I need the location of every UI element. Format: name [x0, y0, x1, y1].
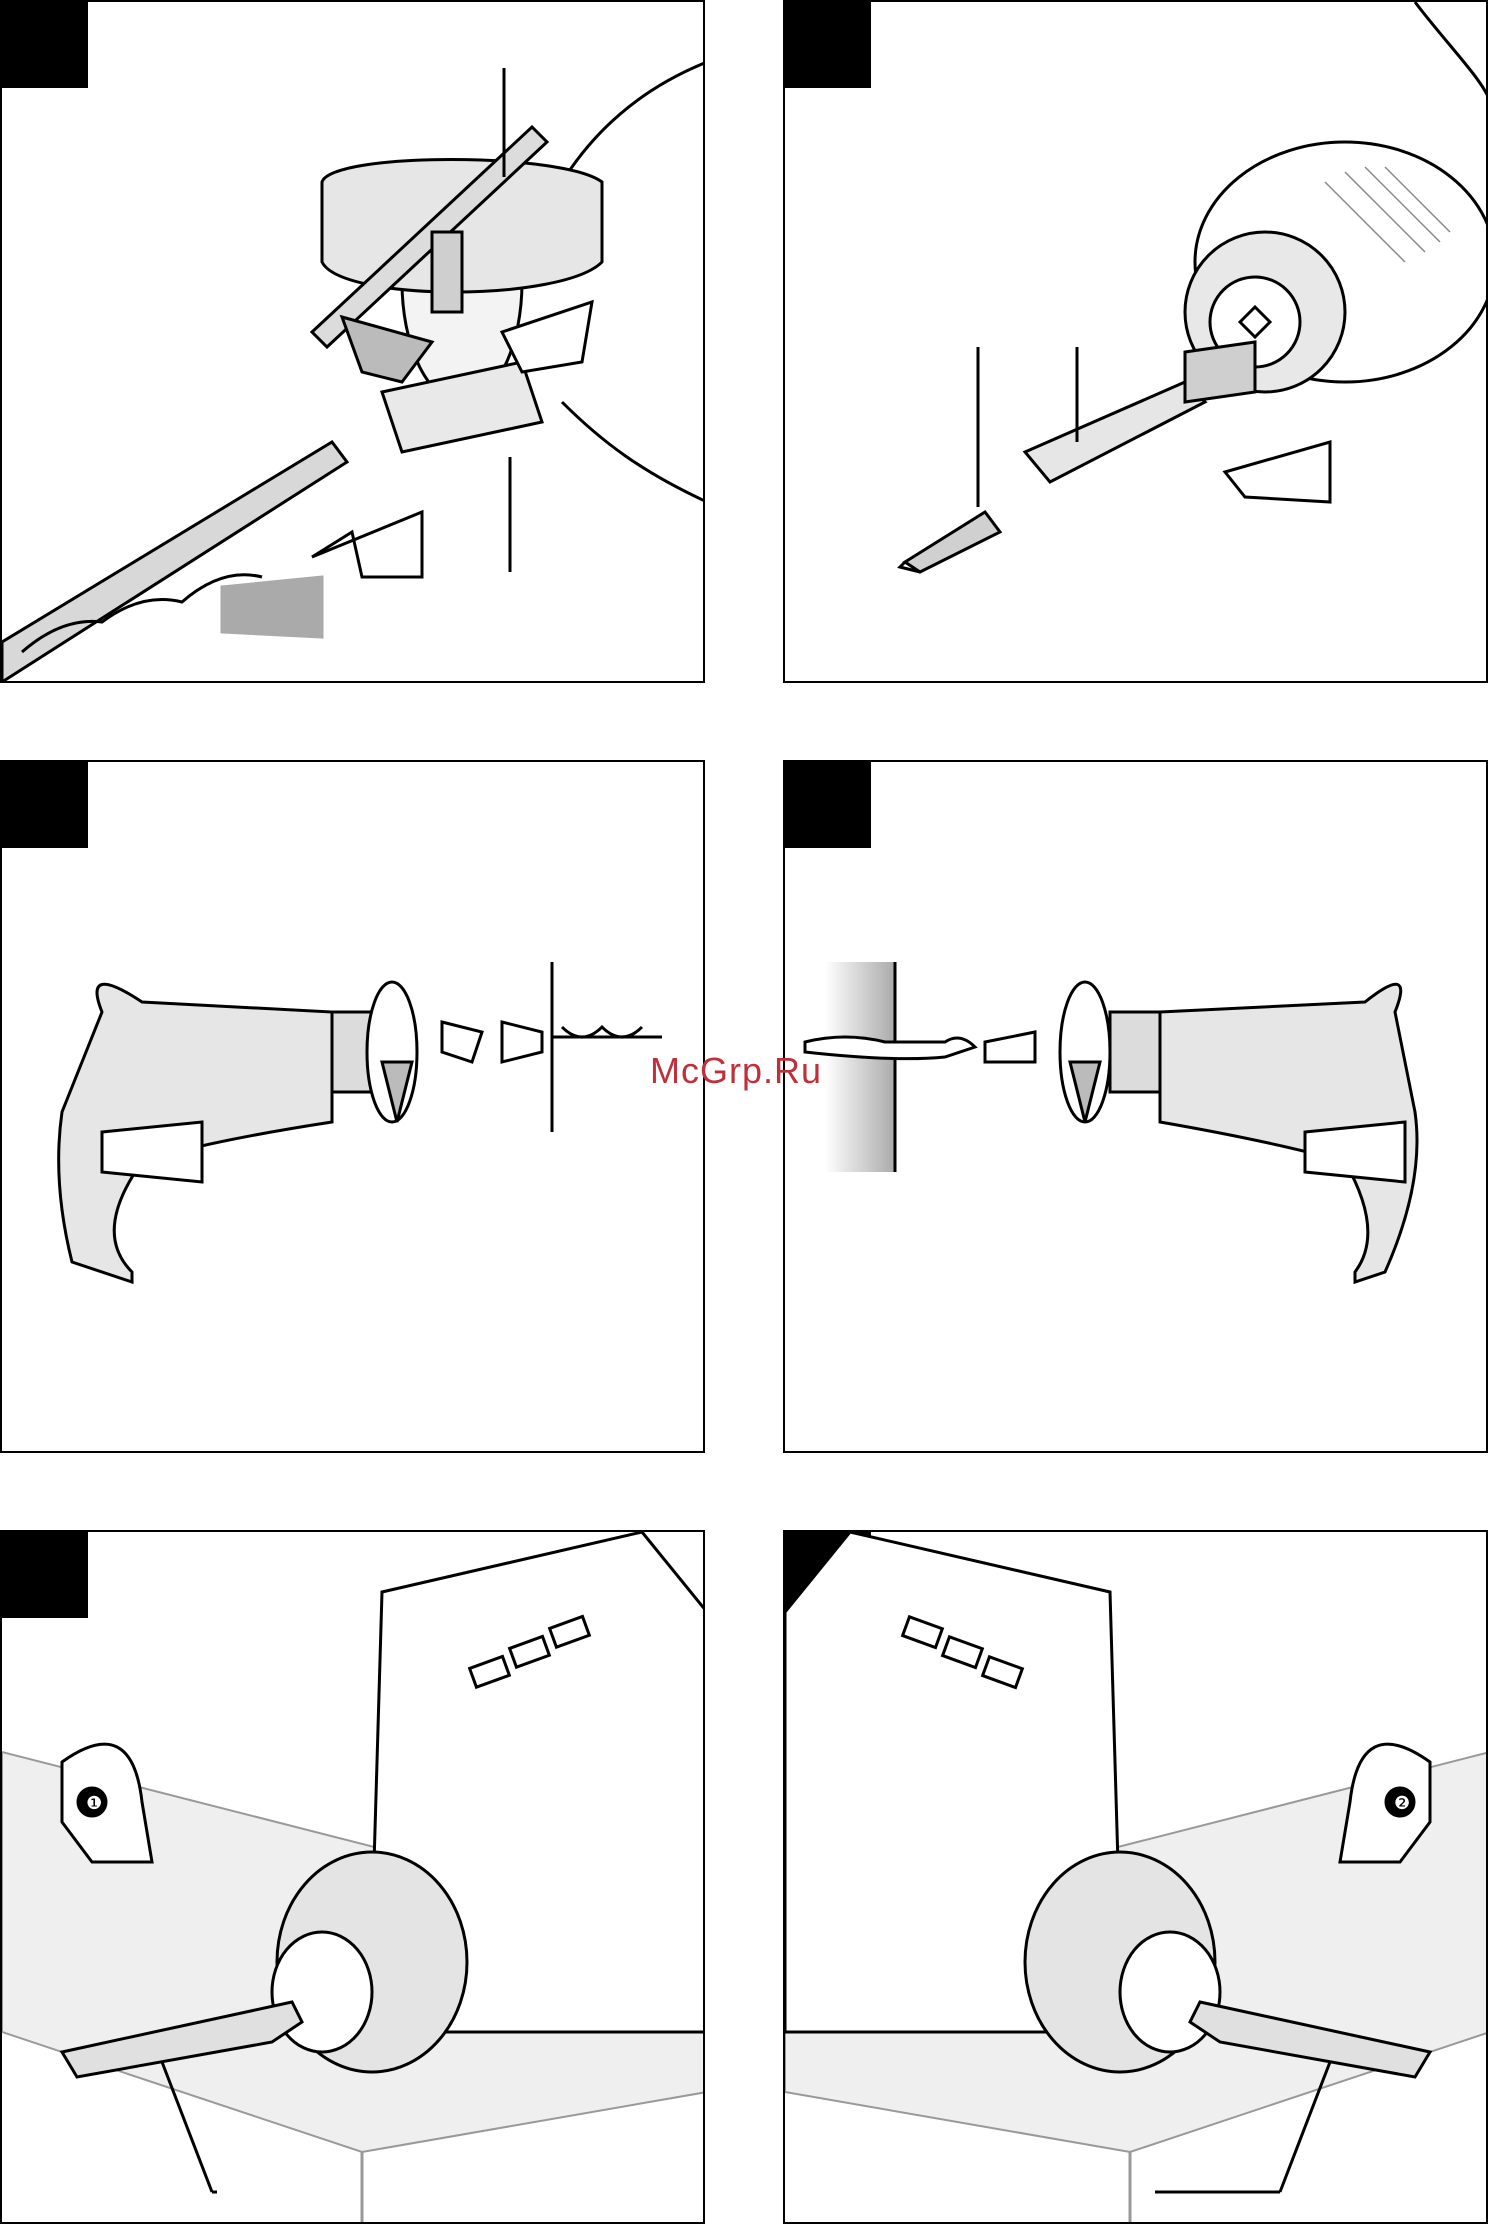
- step-1-marker: ❶: [86, 1793, 102, 1814]
- watermark: McGrp.Ru: [650, 1050, 822, 1092]
- chuck-key-illustration: [2, 2, 705, 683]
- figure-panel-screw-removal: [783, 760, 1488, 1453]
- chuck-tighten-illustration: ❷: [785, 1532, 1488, 2224]
- screwdriving-illustration: [2, 762, 705, 1453]
- screw-removal-illustration: [785, 762, 1488, 1453]
- figure-panel-screwdriving: [0, 760, 705, 1453]
- figure-panel-chuck-key: [0, 0, 705, 683]
- figure-panel-bit-holder: [783, 0, 1488, 683]
- bit-holder-illustration: [785, 2, 1488, 683]
- figure-panel-chuck-loosen: ❶: [0, 1530, 705, 2224]
- step-2-marker: ❷: [1394, 1793, 1410, 1814]
- chuck-loosen-illustration: ❶: [2, 1532, 705, 2224]
- figure-panel-chuck-tighten: ❷: [783, 1530, 1488, 2224]
